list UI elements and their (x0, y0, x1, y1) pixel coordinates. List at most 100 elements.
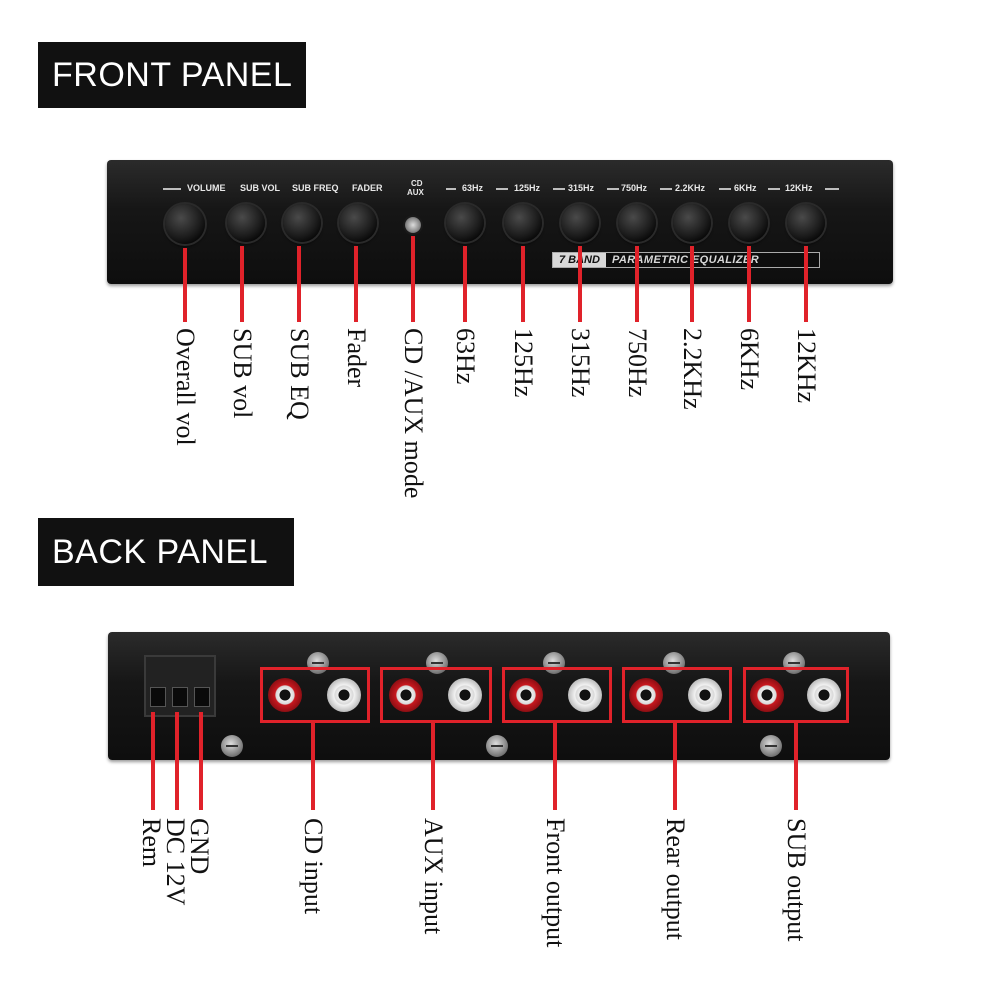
strip-label-315hz: 315Hz (568, 183, 595, 193)
strip-label-sub-freq: SUB FREQ (292, 183, 339, 193)
callout-line (673, 723, 677, 810)
aux-input-group (380, 667, 492, 723)
callout-line (175, 712, 179, 810)
screw-icon (486, 735, 508, 757)
strip-label-2-2khz: 2.2KHz (675, 183, 706, 193)
cd-input-white-jack[interactable] (327, 678, 361, 712)
strip-dash (446, 188, 456, 190)
strip-dash (553, 188, 565, 190)
callout-line (311, 723, 315, 810)
terminal-rem[interactable] (150, 687, 166, 707)
aux-input-white-jack[interactable] (448, 678, 482, 712)
125hz-knob[interactable] (504, 204, 542, 242)
callout-line (690, 246, 694, 322)
cd-input-group (260, 667, 370, 723)
callout-line (240, 246, 244, 322)
callout-315hz: 315Hz (566, 328, 595, 398)
fader-knob[interactable] (339, 204, 377, 242)
front-panel-heading: FRONT PANEL (38, 42, 306, 108)
callout-cd-input: CD input (299, 818, 328, 915)
cd-input-red-jack[interactable] (268, 678, 302, 712)
strip-dash (660, 188, 672, 190)
callout-line (411, 236, 415, 322)
front-output-group (502, 667, 612, 723)
callout-line (635, 246, 639, 322)
brand-text: PARAMETRIC EQUALIZER (611, 254, 760, 266)
strip-label-125hz: 125Hz (514, 183, 541, 193)
callout-63hz: 63Hz (451, 328, 480, 385)
callout-12khz: 12KHz (792, 328, 821, 404)
callout-front-output: Front output (541, 818, 570, 948)
callout-cd-aux-mode: CD /AUX mode (399, 328, 428, 499)
callout-fader: Fader (342, 328, 371, 388)
2-2khz-knob[interactable] (673, 204, 711, 242)
brand-plate: 7 BAND PARAMETRIC EQUALIZER (552, 252, 820, 268)
750hz-knob[interactable] (618, 204, 656, 242)
callout-2-2khz: 2.2KHz (678, 328, 707, 410)
callout-line (199, 712, 203, 810)
callout-line (747, 246, 751, 322)
screw-icon (760, 735, 782, 757)
strip-dash (496, 188, 508, 190)
sub-output-group (743, 667, 849, 723)
callout-rear-output: Rear output (661, 818, 690, 941)
sub-output-white-jack[interactable] (807, 678, 841, 712)
callout-line (794, 723, 798, 810)
strip-label-volume: VOLUME (187, 183, 226, 193)
strip-label-750hz: 750Hz (621, 183, 648, 193)
front-output-white-jack[interactable] (568, 678, 602, 712)
terminal-gnd[interactable] (194, 687, 210, 707)
callout-6khz: 6KHz (735, 328, 764, 391)
callout-overall-vol: Overall vol (171, 328, 200, 446)
sub-freq-knob[interactable] (283, 204, 321, 242)
screw-icon (221, 735, 243, 757)
sub-vol-knob[interactable] (227, 204, 265, 242)
terminal-dc12v[interactable] (172, 687, 188, 707)
callout-750hz: 750Hz (623, 328, 652, 398)
strip-label-sub-vol: SUB VOL (240, 183, 281, 193)
callout-line (297, 246, 301, 322)
rear-output-red-jack[interactable] (629, 678, 663, 712)
callout-line (578, 246, 582, 322)
6khz-knob[interactable] (730, 204, 768, 242)
strip-dash (768, 188, 780, 190)
callout-line (463, 246, 467, 322)
callout-line (151, 712, 155, 810)
callout-sub-eq: SUB EQ (285, 328, 314, 420)
strip-dash (825, 188, 839, 190)
callout-sub-output: SUB output (782, 818, 811, 942)
rear-output-group (622, 667, 732, 723)
callout-sub-vol: SUB vol (228, 328, 257, 419)
strip-label-12khz: 12KHz (785, 183, 813, 193)
callout-line (431, 723, 435, 810)
rear-output-white-jack[interactable] (688, 678, 722, 712)
63hz-knob[interactable] (446, 204, 484, 242)
callout-line (521, 246, 525, 322)
sub-output-red-jack[interactable] (750, 678, 784, 712)
strip-dash (163, 188, 181, 190)
aux-input-red-jack[interactable] (389, 678, 423, 712)
strip-label-fader: FADER (352, 183, 383, 193)
power-terminal-block (144, 655, 216, 717)
strip-label-aux: AUX (407, 188, 424, 197)
callout-125hz: 125Hz (509, 328, 538, 398)
strip-label-63hz: 63Hz (462, 183, 484, 193)
back-panel-heading: BACK PANEL (38, 518, 294, 586)
12khz-knob[interactable] (787, 204, 825, 242)
strip-dash (719, 188, 731, 190)
callout-line (804, 246, 808, 322)
callout-line (354, 246, 358, 322)
front-output-red-jack[interactable] (509, 678, 543, 712)
callout-rem: Rem (137, 818, 166, 868)
cd-aux-switch[interactable] (405, 217, 421, 233)
callout-line (183, 248, 187, 322)
315hz-knob[interactable] (561, 204, 599, 242)
strip-dash (607, 188, 619, 190)
callout-gnd: GND (185, 818, 214, 875)
strip-label-cd: CD (411, 179, 423, 188)
volume-knob[interactable] (165, 204, 205, 244)
callout-dc-12v: DC 12V (161, 818, 190, 906)
strip-label-6khz: 6KHz (734, 183, 757, 193)
callout-aux-input: AUX input (419, 818, 448, 935)
callout-line (553, 723, 557, 810)
